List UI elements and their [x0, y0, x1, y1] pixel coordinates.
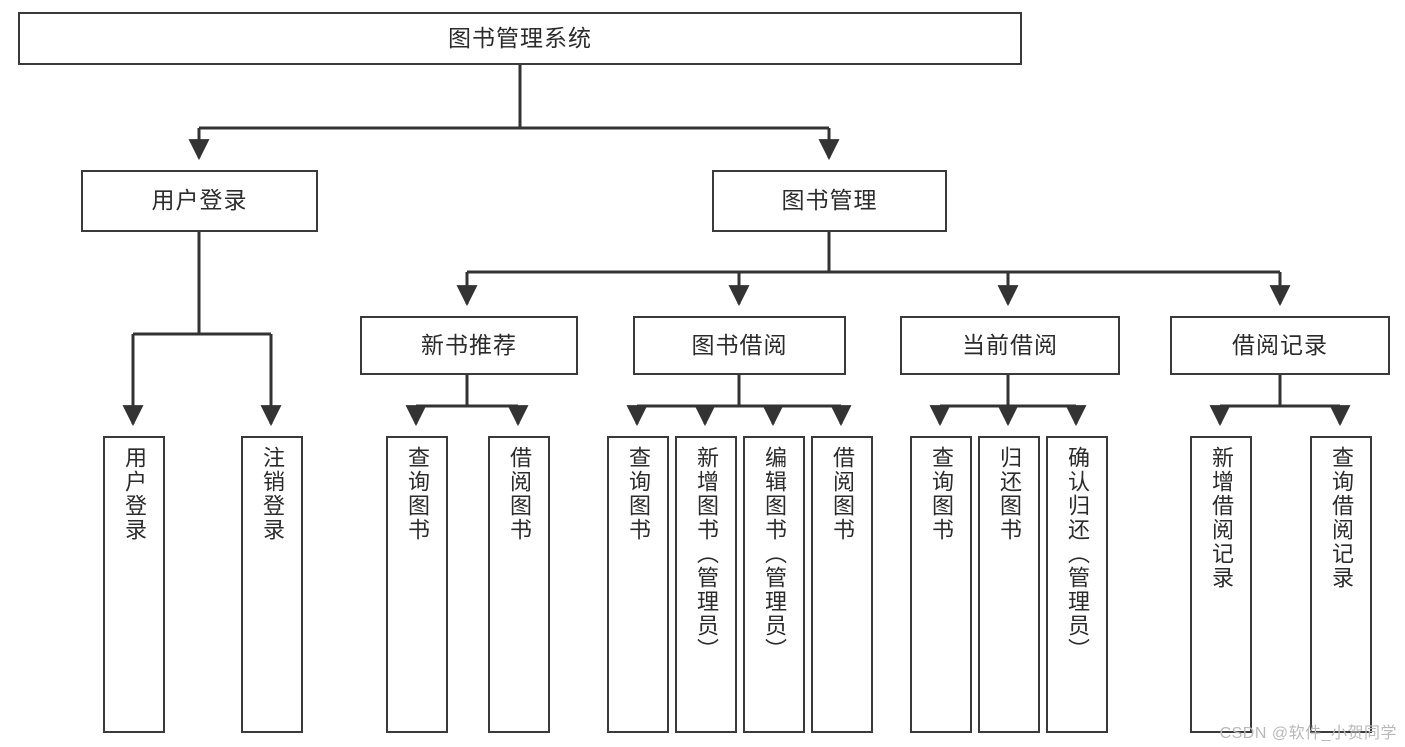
node-query-book-2-label: 查询图书: [625, 446, 651, 542]
node-confirm-return-admin[interactable]: 确认归还（管理员）: [1046, 436, 1108, 733]
node-root[interactable]: 图书管理系统: [18, 12, 1022, 65]
node-book-manage[interactable]: 图书管理: [712, 170, 947, 232]
node-edit-book-admin[interactable]: 编辑图书（管理员）: [743, 436, 805, 733]
node-borrow-book-2-label: 借阅图书: [829, 446, 855, 542]
node-user-login[interactable]: 用户登录: [81, 170, 318, 232]
node-add-book-admin-label: 新增图书（管理员）: [693, 446, 719, 662]
node-borrow-book-2[interactable]: 借阅图书: [811, 436, 873, 733]
node-query-book-3[interactable]: 查询图书: [910, 436, 972, 733]
node-query-borrow-record-label: 查询借阅记录: [1328, 446, 1354, 590]
node-return-book-label: 归还图书: [996, 446, 1022, 542]
node-current-borrow-label: 当前借阅: [962, 331, 1058, 358]
node-confirm-return-admin-label: 确认归还（管理员）: [1064, 446, 1090, 662]
node-query-book-2[interactable]: 查询图书: [607, 436, 669, 733]
node-query-book-1[interactable]: 查询图书: [386, 436, 448, 733]
node-root-label: 图书管理系统: [448, 24, 592, 51]
node-logout-leaf[interactable]: 注销登录: [241, 436, 303, 733]
node-book-borrow[interactable]: 图书借阅: [633, 316, 846, 375]
node-new-book-recommend[interactable]: 新书推荐: [360, 316, 578, 375]
node-edit-book-admin-label: 编辑图书（管理员）: [761, 446, 787, 662]
node-borrow-record[interactable]: 借阅记录: [1170, 316, 1390, 375]
node-book-manage-label: 图书管理: [781, 187, 878, 214]
node-borrow-record-label: 借阅记录: [1232, 331, 1328, 358]
node-user-login-leaf[interactable]: 用户登录: [103, 436, 165, 733]
node-add-borrow-record[interactable]: 新增借阅记录: [1190, 436, 1252, 733]
node-logout-leaf-label: 注销登录: [259, 446, 285, 542]
node-user-login-leaf-label: 用户登录: [121, 446, 147, 542]
node-book-borrow-label: 图书借阅: [691, 331, 788, 358]
node-query-book-3-label: 查询图书: [928, 446, 954, 542]
node-add-borrow-record-label: 新增借阅记录: [1208, 446, 1234, 590]
node-borrow-book-1-label: 借阅图书: [506, 446, 532, 542]
node-return-book[interactable]: 归还图书: [978, 436, 1040, 733]
node-user-login-label: 用户登录: [151, 187, 248, 214]
node-add-book-admin[interactable]: 新增图书（管理员）: [675, 436, 737, 733]
node-current-borrow[interactable]: 当前借阅: [900, 316, 1120, 375]
node-new-book-recommend-label: 新书推荐: [421, 331, 517, 358]
node-query-book-1-label: 查询图书: [404, 446, 430, 542]
node-borrow-book-1[interactable]: 借阅图书: [488, 436, 550, 733]
node-query-borrow-record[interactable]: 查询借阅记录: [1310, 436, 1372, 733]
